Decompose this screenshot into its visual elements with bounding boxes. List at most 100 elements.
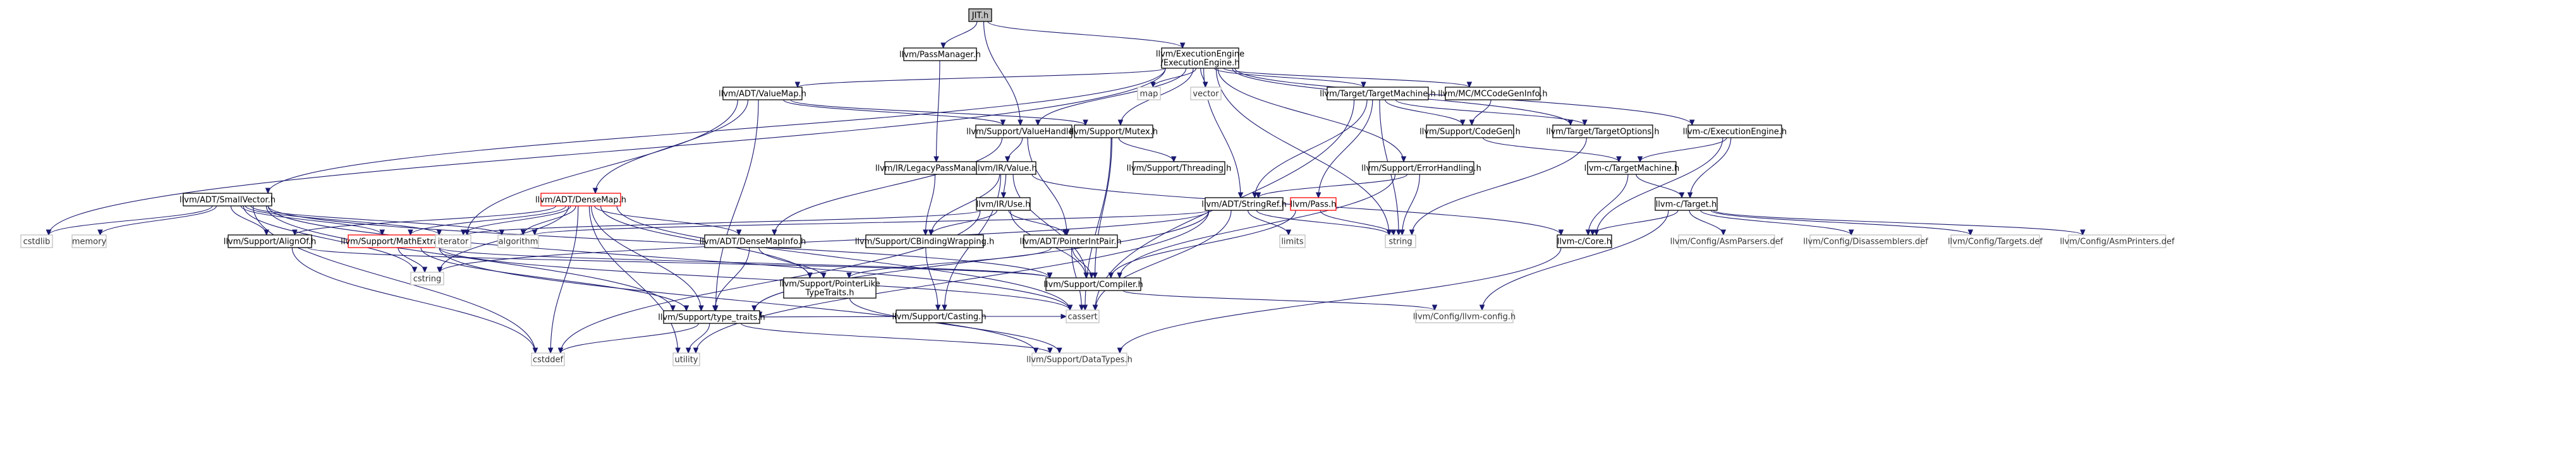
edge-line <box>1095 210 1232 311</box>
node-legacypm[interactable]: llvm/IR/LegacyPassManager.h <box>875 161 997 175</box>
edge-ExecEngine-to-TargetMachine <box>1213 68 1366 88</box>
node-label: llvm/Support/Compiler.h <box>1043 280 1143 290</box>
node-iruse[interactable]: llvm/IR/Use.h <box>976 197 1031 211</box>
edge-arrowhead <box>772 229 777 236</box>
node-stringref[interactable]: llvm/ADT/StringRef.h <box>1201 197 1287 211</box>
edge-line <box>1588 174 1629 236</box>
node-cstring: cstring <box>410 272 444 285</box>
edge-arrowhead <box>1060 313 1067 320</box>
node-jith: JIT.h <box>968 8 992 22</box>
node-box <box>865 234 984 248</box>
edge-line <box>48 205 213 236</box>
edge-arrowhead <box>751 305 757 312</box>
node-box <box>704 234 801 248</box>
node-mathextras[interactable]: llvm/Support/MathExtras.h <box>341 234 451 248</box>
node-pointerintpair[interactable]: llvm/ADT/PointerIntPair.h <box>1019 234 1122 248</box>
node-label: cstddef <box>533 356 564 365</box>
node-label: llvm/Support/Casting.h <box>892 313 986 322</box>
node-execengine[interactable]: llvm/ExecutionEngine/ExecutionEngine.h <box>1156 47 1244 69</box>
node-box <box>783 277 877 299</box>
edge-line <box>466 99 738 236</box>
edge-arrowhead <box>1582 119 1588 126</box>
edge-arrowhead <box>1047 347 1053 354</box>
edge-arrowhead <box>1057 347 1062 354</box>
node-cexecengine[interactable]: llvm-c/ExecutionEngine.h <box>1683 124 1787 138</box>
node-box <box>1074 124 1153 138</box>
edge-arrowhead <box>1558 229 1564 236</box>
edge-arrowhead <box>1466 81 1473 88</box>
edge-line <box>1713 210 2083 236</box>
node-box <box>1045 277 1141 291</box>
edge-arrowhead <box>1237 192 1244 199</box>
edge-arrowhead <box>436 229 442 236</box>
node-box <box>1327 87 1429 100</box>
edge-ValueMap-to-Mutex <box>790 99 1088 126</box>
node-targetmachine[interactable]: llvm/Target/TargetMachine.h <box>1320 87 1436 100</box>
edge-cTarget-to-AsmPrinters <box>1713 210 2086 236</box>
edge-cExecEngine-to-cCore <box>1593 137 1723 236</box>
edge-line <box>267 68 1166 194</box>
node-targetoptions[interactable]: llvm/Target/TargetOptions.h <box>1546 124 1660 138</box>
edge-line <box>1254 99 1368 198</box>
node-densemap[interactable]: llvm/ADT/DenseMap.h <box>535 193 626 207</box>
node-errorhandling[interactable]: llvm/Support/ErrorHandling.h <box>1361 161 1481 175</box>
node-densemapinfo[interactable]: llvm/ADT/DenseMapInfo.h <box>700 234 806 248</box>
node-compiler[interactable]: llvm/Support/Compiler.h <box>1043 277 1143 291</box>
node-box <box>976 161 1036 175</box>
node-label: llvm/Support/ErrorHandling.h <box>1361 164 1481 174</box>
node-box <box>1385 234 1416 248</box>
node-label: llvm/Support/CBindingWrapping.h <box>855 237 995 247</box>
node-ccore[interactable]: llvm-c/Core.h <box>1557 234 1612 248</box>
edge-arrowhead <box>1083 272 1089 279</box>
node-label: llvm/ADT/ValueMap.h <box>719 90 806 99</box>
node-irvalue[interactable]: llvm/IR/Value.h <box>975 161 1037 175</box>
node-threading[interactable]: llvm/Support/Threading.h <box>1127 161 1232 175</box>
node-label: llvm/Config/llvm-config.h <box>1413 313 1516 322</box>
edge-ErrorHandling-to-string <box>1399 174 1420 236</box>
node-box <box>228 234 312 248</box>
edge-line <box>1119 247 1562 354</box>
node-ctarget[interactable]: llvm-c/Target.h <box>1655 197 1718 211</box>
node-label: cassert <box>1067 313 1097 322</box>
node-alignof[interactable]: llvm/Support/AlignOf.h <box>224 234 317 248</box>
node-label: llvm/Support/Threading.h <box>1127 164 1232 174</box>
node-mccodegeninfo[interactable]: llvm/MC/MCCodeGenInfo.h <box>1438 87 1548 100</box>
node-label: map <box>1140 90 1158 99</box>
node-passh[interactable]: llvm/Pass.h <box>1290 197 1337 211</box>
edge-arrowhead <box>547 347 554 354</box>
edge-arrowhead <box>1849 229 1854 236</box>
node-ctargetmachine[interactable]: llvm-c/TargetMachine.h <box>1584 161 1680 175</box>
node-cstddef: cstddef <box>531 352 565 366</box>
node-mutex[interactable]: llvm/Support/Mutex.h <box>1069 124 1158 138</box>
node-passmanager[interactable]: llvm/PassManager.h <box>899 47 981 61</box>
edge-arrowhead <box>592 188 598 195</box>
node-label: llvm/ADT/DenseMap.h <box>535 196 626 205</box>
edge-line <box>1411 137 1587 236</box>
node-typetraits[interactable]: llvm/Support/type_traits.h <box>658 310 765 324</box>
edge-PassH-to-Compiler <box>1108 210 1296 279</box>
node-smallvector[interactable]: llvm/ADT/SmallVector.h <box>179 193 276 207</box>
node-box <box>531 352 565 366</box>
edge-line <box>463 205 571 236</box>
edge-line <box>250 205 502 236</box>
node-valuehandle[interactable]: llvm/Support/ValueHandle.h <box>966 124 1081 138</box>
edge-line <box>849 297 1060 354</box>
node-codegen[interactable]: llvm/Support/CodeGen.h <box>1419 124 1521 138</box>
node-label: llvm/Support/ValueHandle.h <box>966 128 1081 137</box>
node-cbindingwrapping[interactable]: llvm/Support/CBindingWrapping.h <box>855 234 995 248</box>
edge-line <box>987 21 1183 49</box>
edge-line <box>99 205 217 236</box>
edge-arrowhead <box>46 229 52 236</box>
edge-line <box>925 174 936 236</box>
edge-arrowhead <box>1637 156 1643 163</box>
edge-arrowhead <box>1170 156 1177 163</box>
edge-DenseMap-to-cstddef <box>547 205 579 354</box>
edge-line <box>1215 68 1390 236</box>
edge-ValueHandle-to-IRValue <box>1004 137 1023 163</box>
node-casting[interactable]: llvm/Support/Casting.h <box>892 309 987 323</box>
edge-line <box>439 247 1071 311</box>
edge-arrowhead <box>411 267 418 273</box>
node-valuemap[interactable]: llvm/ADT/ValueMap.h <box>719 87 806 100</box>
